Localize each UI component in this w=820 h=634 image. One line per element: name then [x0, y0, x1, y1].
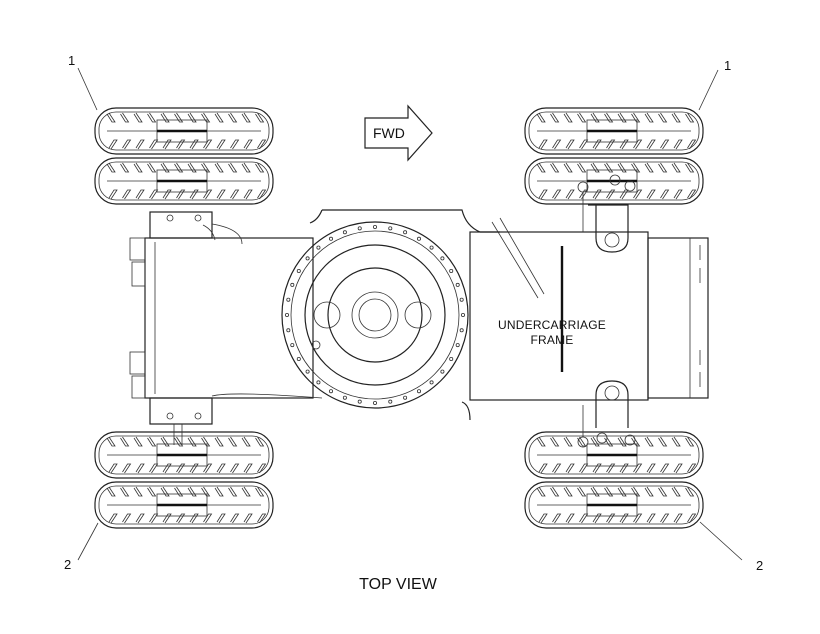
hub-bolt: [342, 230, 347, 235]
component-label-line1: UNDERCARRIAGE: [498, 318, 606, 332]
tire-front-right-outer: [524, 107, 704, 155]
hub-bolt: [305, 369, 310, 374]
hub-bolt: [440, 369, 445, 374]
left-axle-frame: [129, 211, 323, 445]
hub-bolt: [459, 297, 464, 302]
hub-bolt: [372, 224, 377, 229]
hub-bolt: [449, 268, 454, 273]
callout-front-left: 1: [68, 53, 75, 68]
tire-front-left-outer: [94, 107, 274, 155]
hub-bolt: [460, 312, 465, 317]
swing-bearing-hub: [281, 209, 500, 421]
callout-rear-left: 2: [64, 557, 71, 572]
tire-rear-left-inner: [94, 431, 274, 479]
right-axle-frame: [469, 174, 709, 448]
hub-bolt: [416, 236, 421, 241]
callout-leaders: [77, 67, 743, 561]
hub-bolt: [286, 297, 291, 302]
hub-bolt: [305, 256, 310, 261]
forward-direction-arrow: FWD: [364, 104, 433, 162]
hub-bolt: [316, 245, 321, 250]
hub-bolt: [328, 236, 333, 241]
tire-rear-right-outer: [524, 481, 704, 529]
hub-bolt: [328, 389, 333, 394]
hub-bolt: [459, 328, 464, 333]
hub-bolt: [403, 395, 408, 400]
tire-rear-right-inner: [524, 431, 704, 479]
hub-bolt: [403, 230, 408, 235]
hub-bolt-ring: [284, 224, 465, 405]
hub-bolt: [372, 400, 377, 405]
hub-bolt: [440, 256, 445, 261]
tire-rear-left-outer: [94, 481, 274, 529]
hub-bolt: [316, 380, 321, 385]
hub-bolt: [455, 343, 460, 348]
hub-bolt: [342, 395, 347, 400]
tires-group: [94, 107, 704, 529]
component-label-line2: FRAME: [531, 333, 574, 347]
hub-bolt: [286, 328, 291, 333]
callout-rear-right: 2: [756, 558, 763, 573]
hub-bolt: [455, 282, 460, 287]
hub-bolt: [284, 312, 289, 317]
hub-bolt: [296, 356, 301, 361]
hub-bolt: [429, 245, 434, 250]
hub-bolt: [449, 356, 454, 361]
hub-bolt: [290, 282, 295, 287]
callout-front-right: 1: [724, 58, 731, 73]
hub-bolt: [357, 226, 362, 231]
hub-bolt: [388, 399, 393, 404]
hub-bolt: [357, 399, 362, 404]
direction-label: FWD: [373, 125, 405, 141]
hub-bolt: [388, 226, 393, 231]
tire-front-left-inner: [94, 157, 274, 205]
hub-bolt: [429, 380, 434, 385]
view-title: TOP VIEW: [359, 576, 438, 593]
hub-bolt: [296, 268, 301, 273]
hub-bolt: [416, 389, 421, 394]
hub-bolt: [290, 343, 295, 348]
tire-front-right-inner: [524, 157, 704, 205]
